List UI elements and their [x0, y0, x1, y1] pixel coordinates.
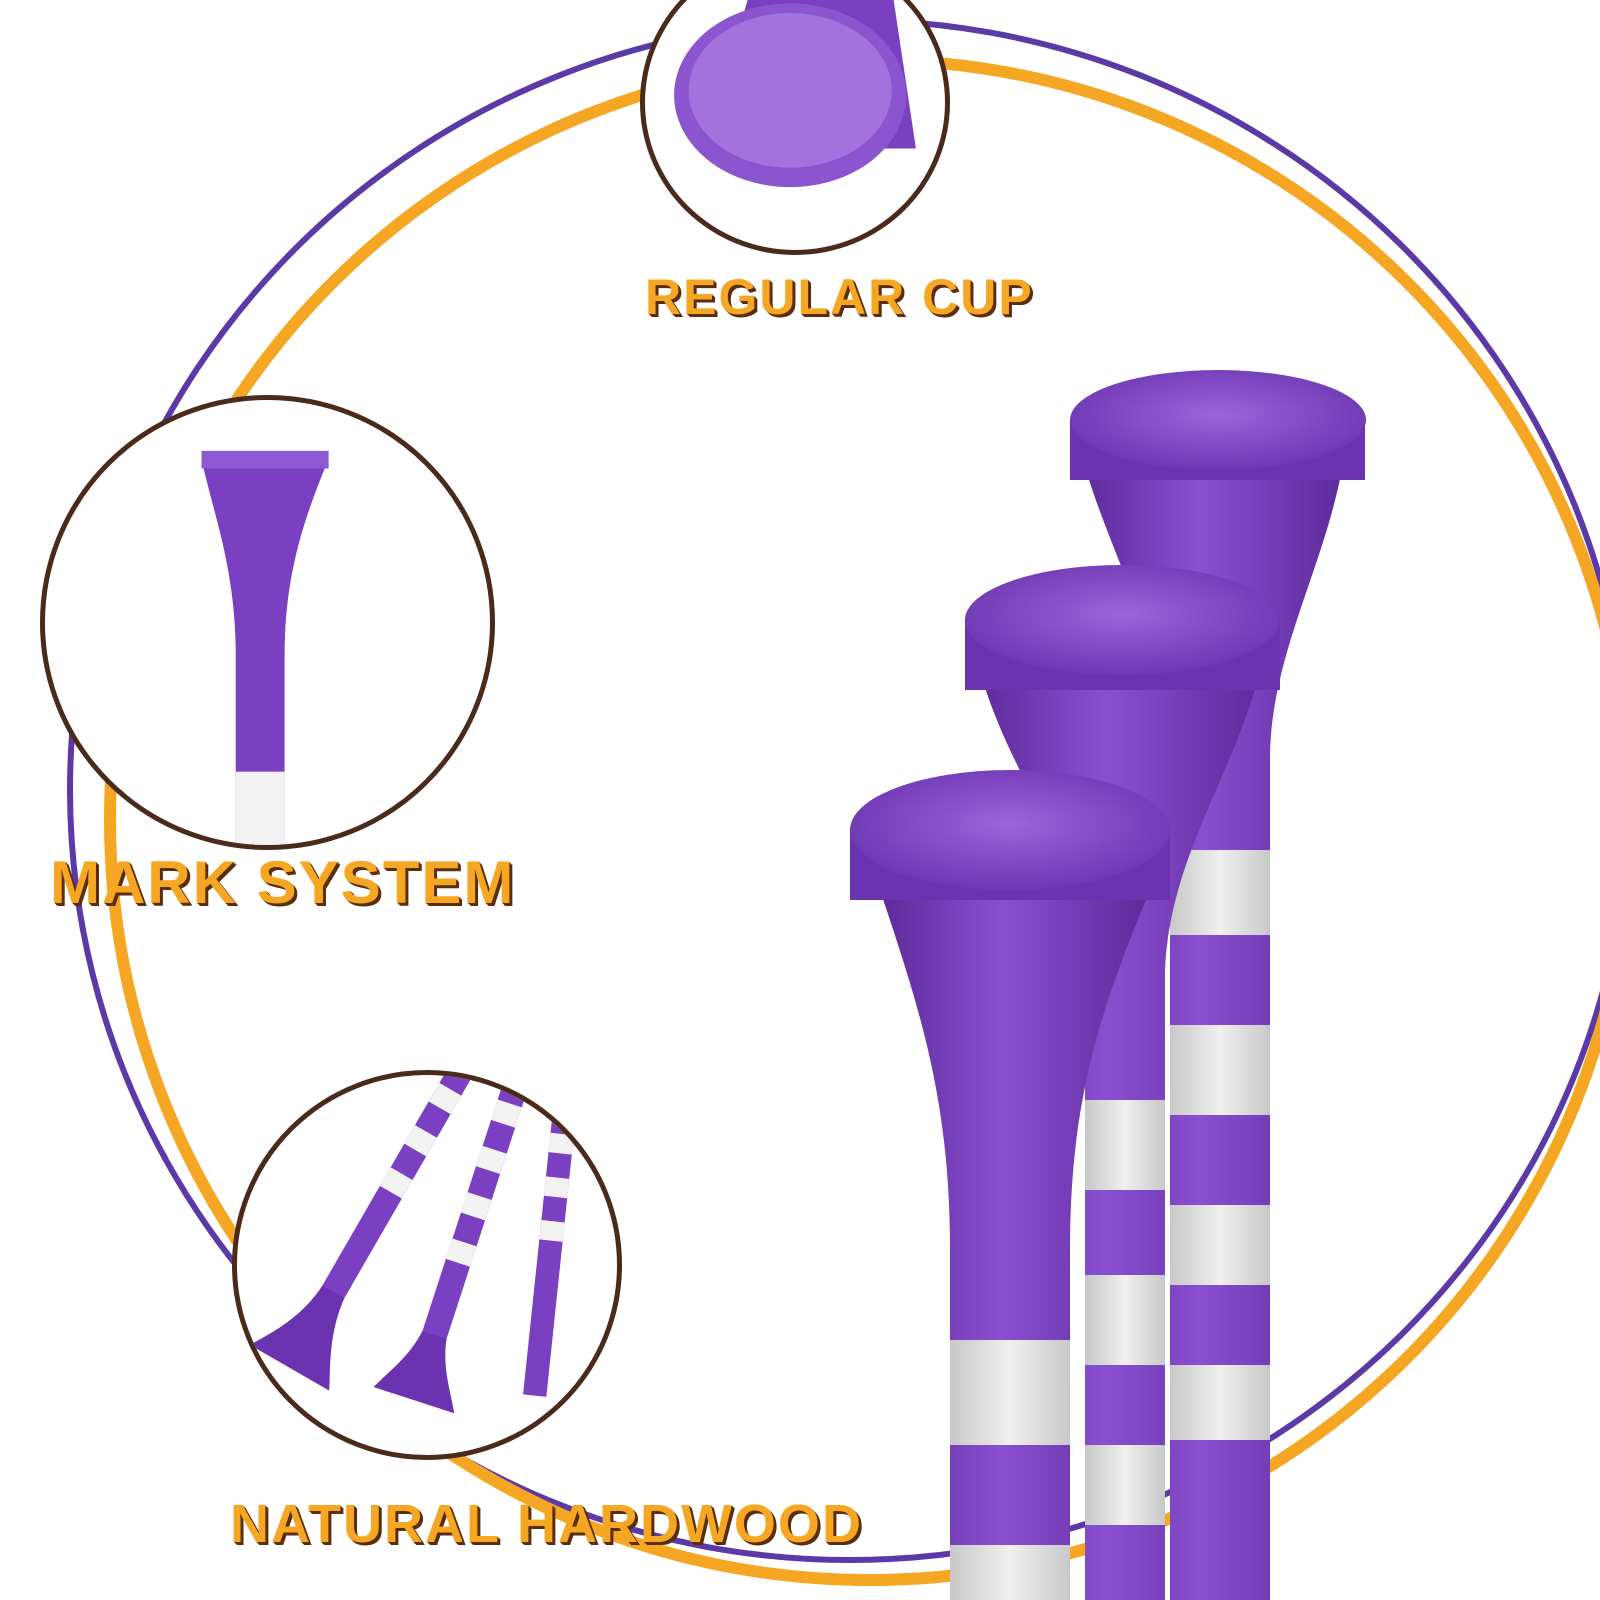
three-striped-tees-icon — [249, 1075, 577, 1414]
tee-mark-band-icon — [201, 450, 329, 845]
natural-hardwood-inset — [232, 1070, 622, 1460]
regular-cup-label: REGULAR CUP — [645, 269, 1034, 325]
mark-system-inset — [40, 395, 495, 850]
tee-cup-closeup-icon — [674, 0, 916, 188]
tee-front — [850, 770, 1170, 1600]
tee-back — [1070, 370, 1366, 1600]
tee-middle — [965, 565, 1280, 1600]
cup-closeup-inset — [640, 0, 950, 255]
natural-hardwood-label: NATURAL HARDWOOD — [230, 1494, 863, 1554]
mark-system-label: MARK SYSTEM — [50, 849, 516, 916]
